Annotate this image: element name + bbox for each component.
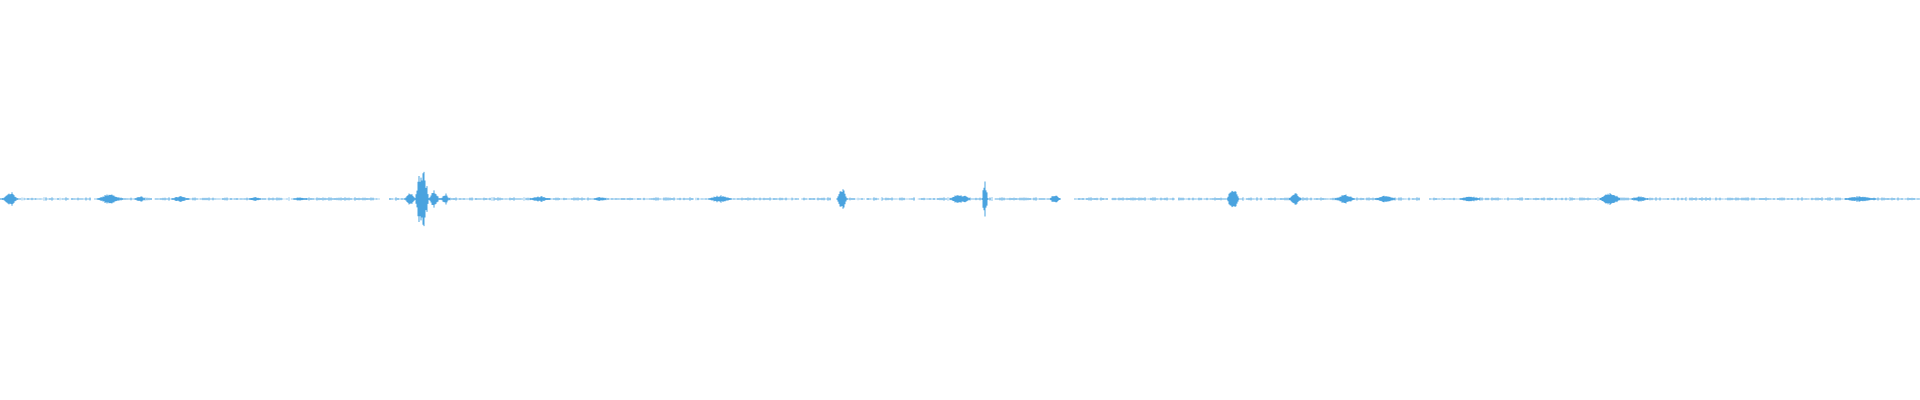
waveform-gap (377, 198, 381, 200)
waveform-peak (171, 196, 189, 202)
waveform-peak (1335, 194, 1355, 204)
waveform-gap (799, 198, 803, 200)
waveform-peak (529, 196, 551, 202)
waveform-gap (68, 198, 72, 200)
waveform-gap (560, 198, 563, 200)
waveform-gap (522, 198, 526, 200)
waveform-gap (42, 198, 46, 200)
waveform-gap (788, 198, 792, 200)
waveform-peak (1632, 196, 1648, 202)
waveform-segment (389, 197, 831, 201)
waveform-gap (863, 198, 866, 200)
waveform-peak (593, 197, 607, 201)
waveform-peak (1226, 190, 1240, 208)
waveform-gap (855, 198, 859, 200)
waveform-peak (414, 171, 430, 227)
waveform-gap (694, 198, 697, 200)
waveform-peak (248, 197, 262, 201)
waveform-peak (428, 190, 440, 208)
waveform-peak (1459, 196, 1481, 202)
waveform-peak (97, 194, 123, 204)
waveform-gap (878, 198, 882, 200)
waveform-segment (1074, 197, 1420, 201)
waveform-gap (991, 198, 995, 200)
waveform-gap (1243, 198, 1247, 200)
waveform-peak (134, 196, 146, 202)
waveform-peak (440, 193, 450, 205)
waveform-gap (282, 198, 286, 200)
waveform-gap (58, 198, 62, 200)
waveform-gap (1108, 198, 1112, 200)
waveform-gap (1262, 198, 1266, 200)
waveform-peaks (2, 171, 1876, 227)
waveform-gap (152, 198, 155, 200)
waveform-peak (404, 193, 416, 205)
waveform-peak (949, 195, 971, 203)
waveform-peak (1288, 193, 1302, 205)
waveform-gap (1500, 198, 1504, 200)
waveform-gap (1566, 198, 1570, 200)
waveform-gap (54, 198, 58, 200)
waveform-gap (21, 198, 25, 200)
waveform-peak (981, 181, 989, 217)
waveform-gap (36, 198, 40, 200)
waveform-peak (708, 195, 732, 203)
waveform-gap (490, 198, 494, 200)
waveform-peak (1049, 195, 1061, 203)
waveform-gap (287, 198, 291, 200)
waveform-peak (1599, 193, 1621, 205)
waveform-gap (1175, 198, 1178, 200)
waveform-gap (1439, 198, 1443, 200)
waveform-peak (1375, 195, 1395, 203)
waveform-gap (1184, 198, 1188, 200)
waveform-peak (836, 189, 848, 209)
waveform-gap (947, 198, 951, 200)
waveform-peak (2, 192, 18, 206)
waveform-peak (293, 197, 307, 201)
waveform-peak (1844, 196, 1876, 202)
waveform-gap (1596, 198, 1600, 200)
waveform-gap (914, 198, 918, 200)
waveform-gap (1686, 198, 1690, 200)
